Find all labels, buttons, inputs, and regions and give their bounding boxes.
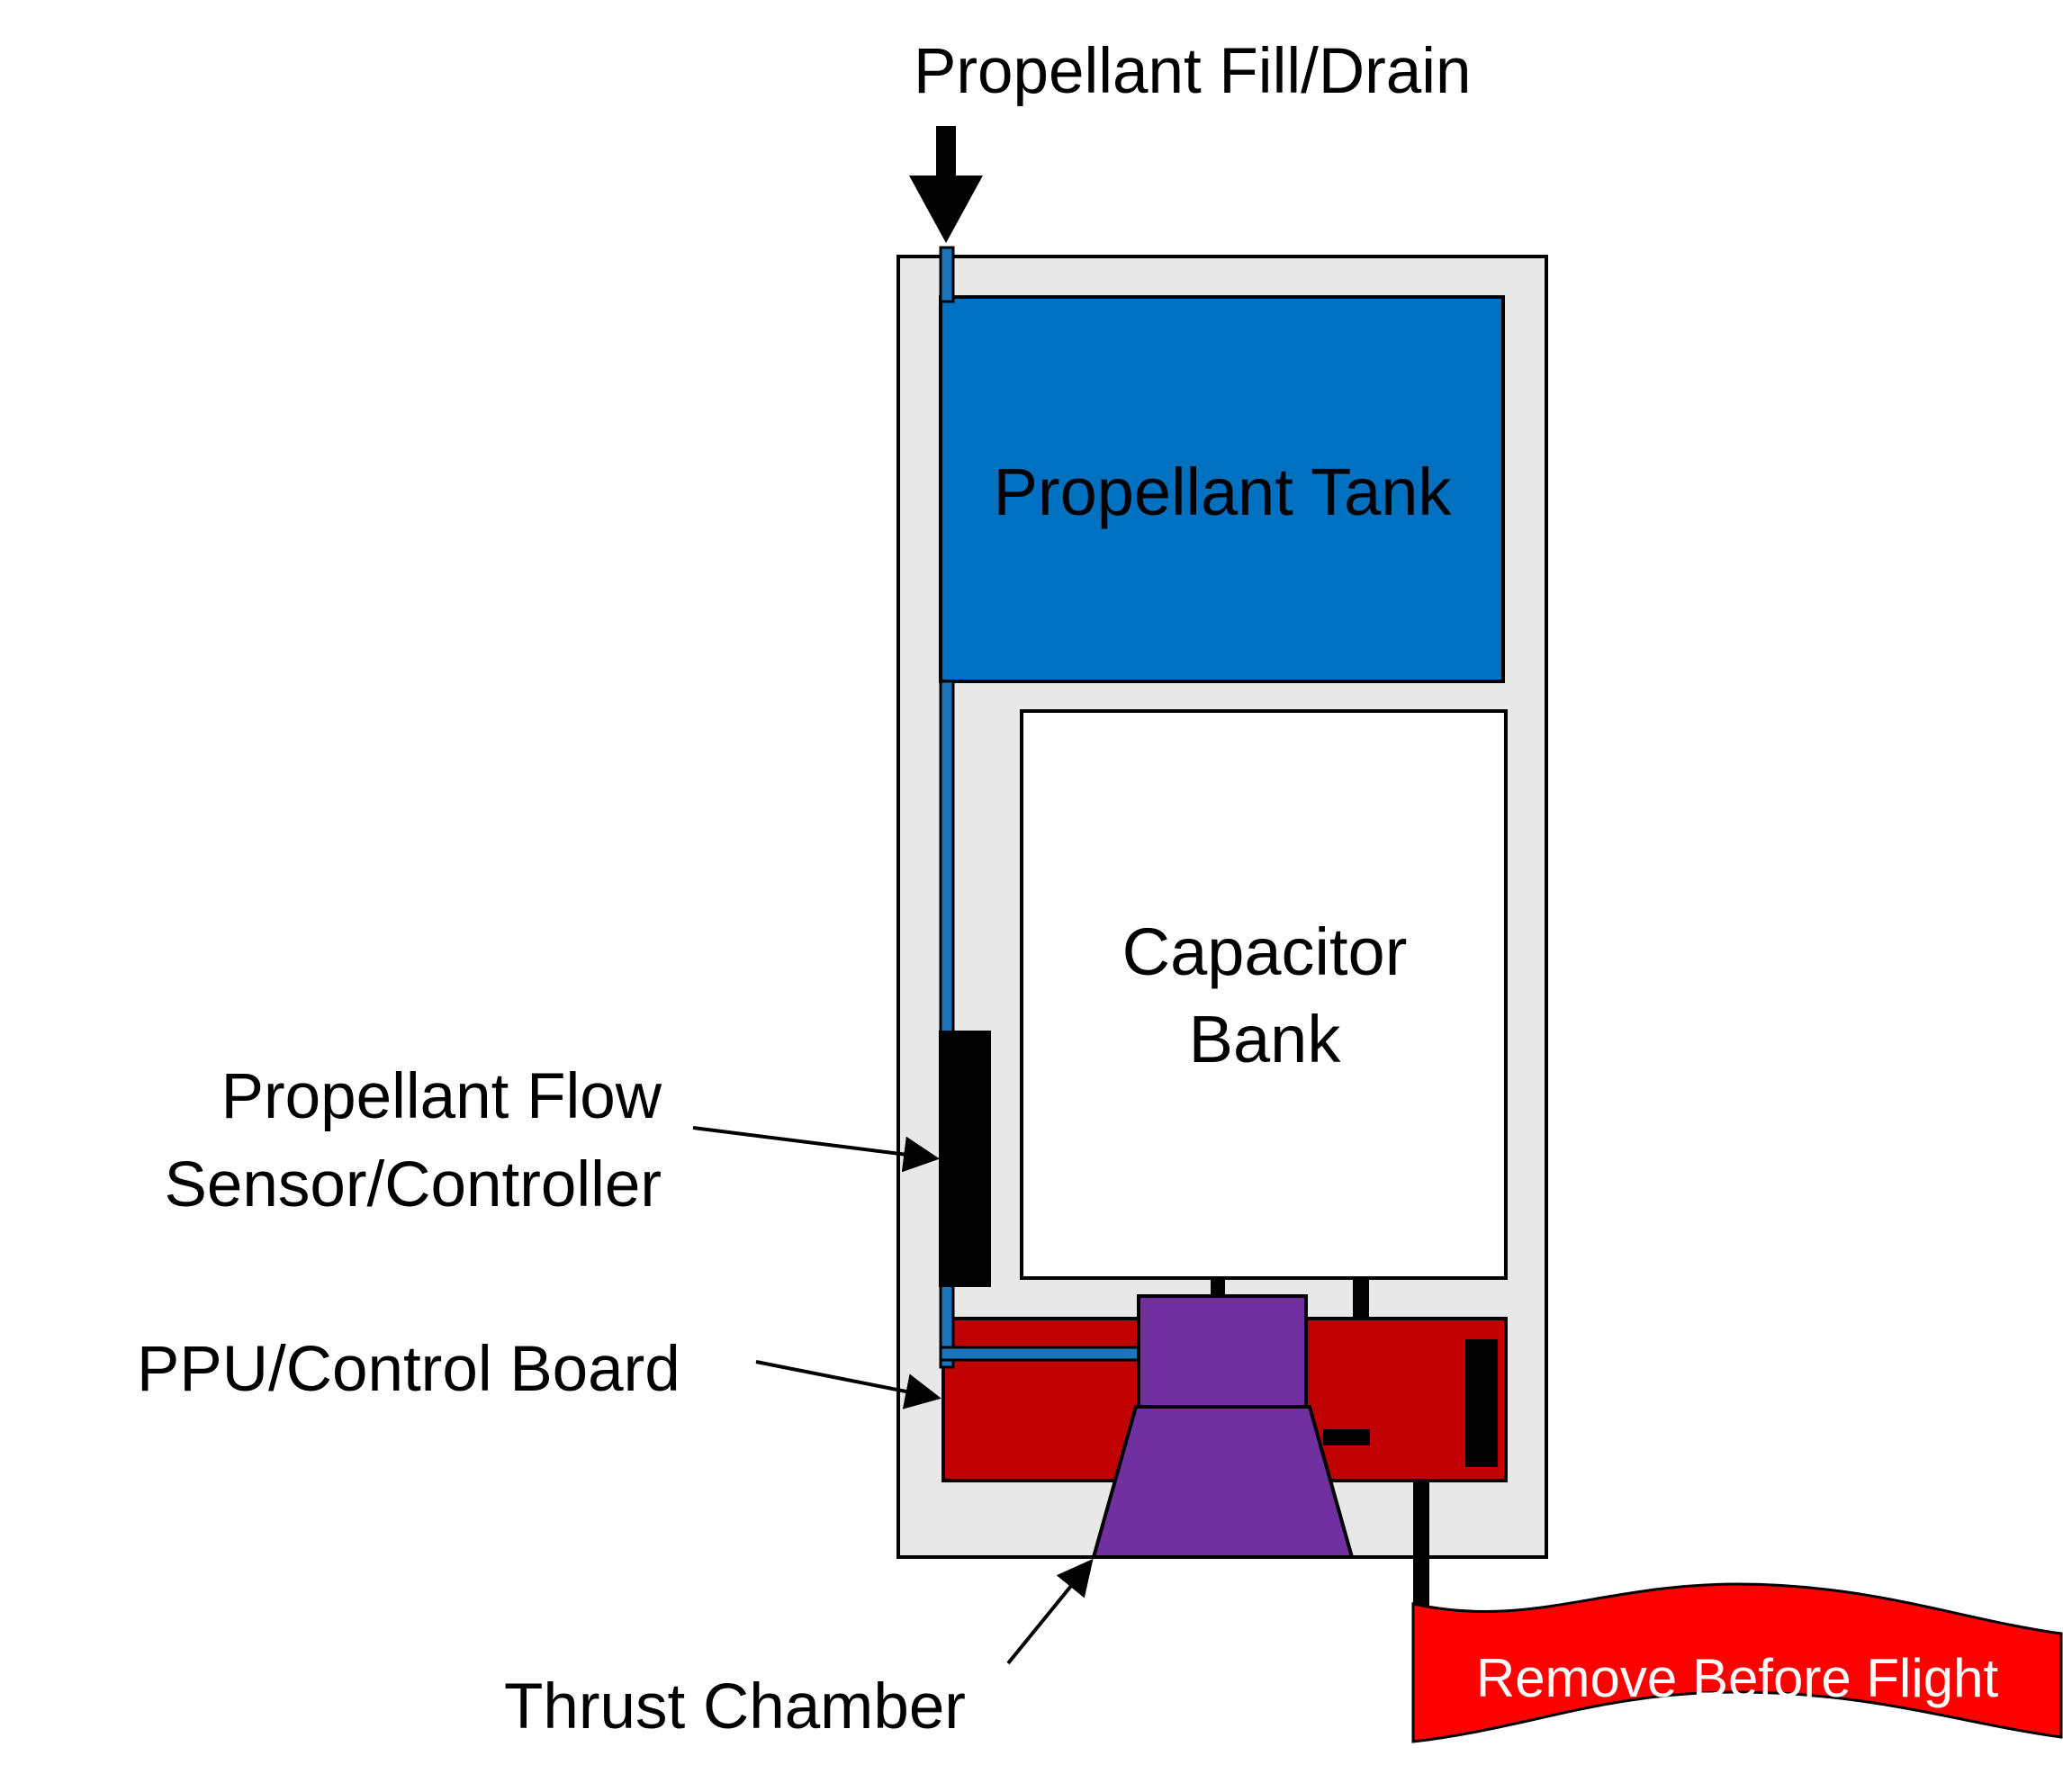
ppu-board-leader	[755, 1360, 941, 1409]
thrust-chamber-leader	[1006, 1558, 1094, 1665]
flow-sensor-label-line1: Propellant Flow	[221, 1061, 662, 1132]
propellant-flow-sensor	[939, 1031, 991, 1287]
board-component	[1465, 1339, 1498, 1467]
ppu-board-label: PPU/Control Board	[137, 1334, 680, 1405]
capacitor-bank	[1020, 709, 1508, 1280]
capacitor-bank-label-line1: Capacitor	[1122, 914, 1408, 989]
propellant-tank	[939, 295, 1505, 683]
thrust-chamber-body	[1137, 1294, 1308, 1410]
thrust-chamber-nozzle	[1091, 1405, 1355, 1559]
fill-drain-arrow	[909, 126, 983, 243]
board-trace	[1323, 1429, 1370, 1445]
propellant-line-top	[939, 246, 955, 303]
fill-drain-label: Propellant Fill/Drain	[914, 36, 1472, 107]
remove-before-flight-label: Remove Before Flight	[1476, 1648, 1999, 1708]
flow-sensor-label-line2: Sensor/Controller	[165, 1149, 662, 1220]
thrust-chamber-label: Thrust Chamber	[504, 1671, 966, 1742]
flow-sensor-leader	[692, 1126, 940, 1173]
propellant-line-horizontal	[939, 1346, 1142, 1362]
remove-before-flight-lead	[1413, 1481, 1429, 1607]
remove-before-flight-flag	[1411, 1582, 2063, 1743]
propellant-tank-label: Propellant Tank	[994, 455, 1453, 529]
capacitor-bank-label-line2: Bank	[1189, 1002, 1342, 1076]
